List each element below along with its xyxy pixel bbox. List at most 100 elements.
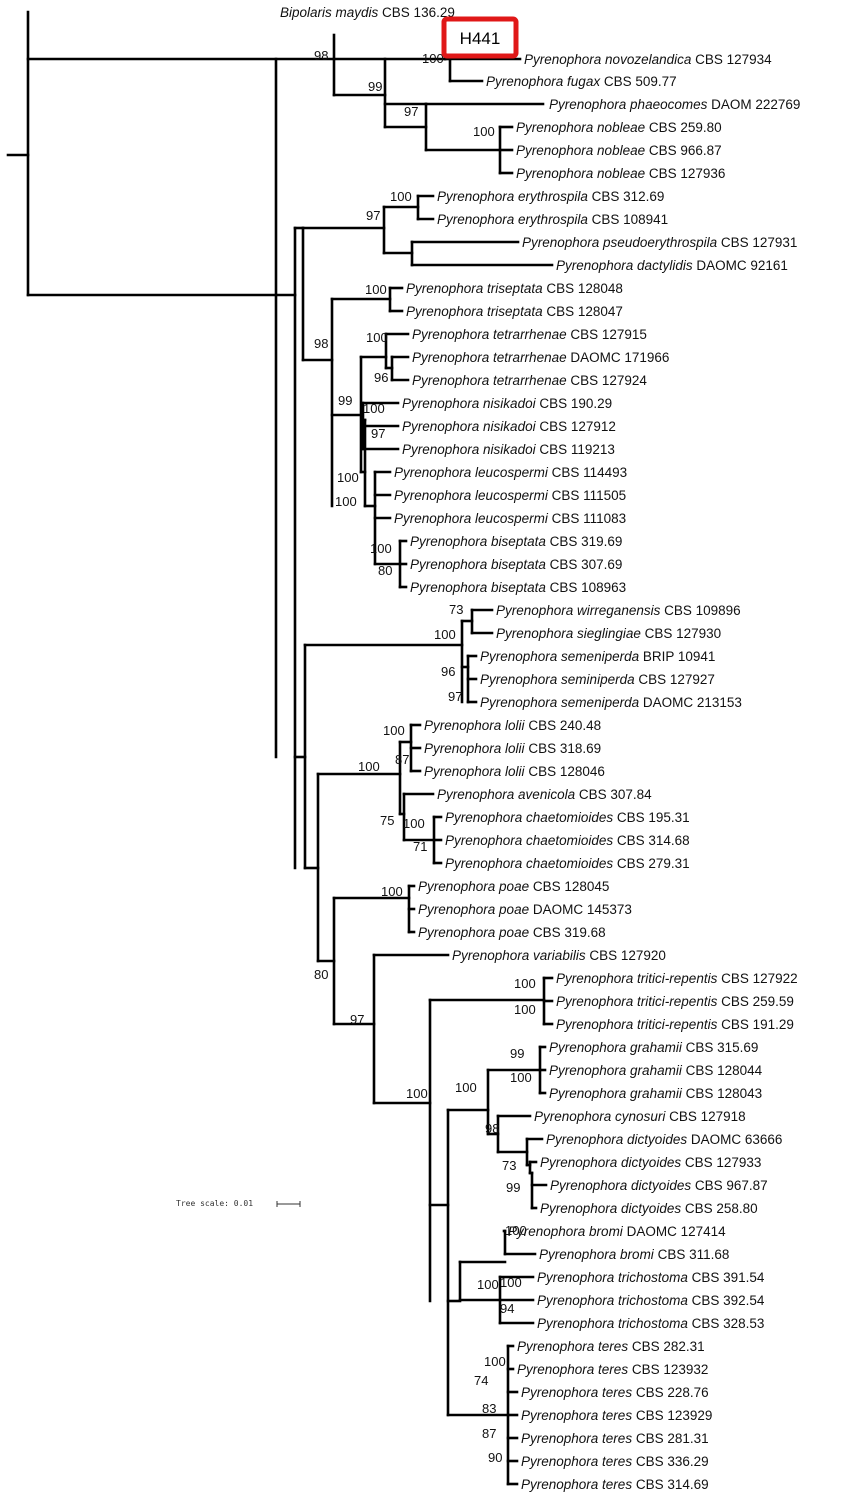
taxon-label: Pyrenophora teres CBS 123929: [521, 1408, 712, 1423]
taxon-label: Pyrenophora dictyoides CBS 127933: [540, 1155, 761, 1170]
taxon-label: Pyrenophora semeniperda DAOMC 213153: [480, 695, 742, 710]
taxon-species: Pyrenophora biseptata: [410, 580, 546, 595]
taxon-strain: CBS 190.29: [536, 396, 613, 411]
taxon-species: Pyrenophora sieglingiae: [496, 626, 641, 641]
taxon-strain: CBS 136.29: [378, 5, 455, 20]
bootstrap-value: 100: [514, 976, 536, 991]
taxon-species: Pyrenophora grahamii: [549, 1040, 683, 1055]
taxon-species: Pyrenophora trichostoma: [537, 1316, 688, 1331]
taxon-strain: CBS 240.48: [525, 718, 602, 733]
bootstrap-value: 100: [422, 51, 444, 66]
taxon-label: Pyrenophora tritici-repentis CBS 127922: [556, 971, 798, 986]
taxon-strain: CBS 328.53: [688, 1316, 765, 1331]
taxon-strain: DAOMC 63666: [687, 1132, 782, 1147]
taxon-label: Pyrenophora poae DAOMC 145373: [418, 902, 632, 917]
taxon-label: Pyrenophora chaetomioides CBS 195.31: [445, 810, 690, 825]
taxon-strain: CBS 966.87: [645, 143, 722, 158]
taxon-label: Pyrenophora leucospermi CBS 111083: [394, 511, 626, 526]
tree-branches: [6, 10, 554, 1486]
bootstrap-value: 94: [500, 1301, 514, 1316]
taxon-species: Pyrenophora wirreganensis: [496, 603, 661, 618]
taxon-strain: CBS 127930: [641, 626, 721, 641]
bootstrap-value: 71: [413, 839, 427, 854]
taxon-species: Pyrenophora nobleae: [516, 143, 645, 158]
taxon-label: Pyrenophora teres CBS 314.69: [521, 1477, 709, 1492]
bootstrap-value: 83: [482, 1401, 496, 1416]
bootstrap-value: 90: [488, 1450, 502, 1465]
taxon-strain: CBS 128048: [543, 281, 623, 296]
taxon-strain: CBS 128045: [529, 879, 609, 894]
bootstrap-value: 100: [500, 1275, 522, 1290]
taxon-label: Pyrenophora dictyoides CBS 967.87: [550, 1178, 768, 1193]
tree-scale: Tree scale: 0.01: [176, 1199, 301, 1208]
taxon-label: Pyrenophora trichostoma CBS 391.54: [537, 1270, 765, 1285]
taxon-species: Pyrenophora teres: [521, 1454, 632, 1469]
taxon-species: Pyrenophora leucospermi: [394, 465, 549, 480]
taxon-strain: CBS 307.84: [575, 787, 652, 802]
taxon-species: Pyrenophora phaeocomes: [549, 97, 708, 112]
bootstrap-value: 97: [448, 689, 462, 704]
taxon-species: Pyrenophora leucospermi: [394, 488, 549, 503]
bootstrap-value: 99: [510, 1046, 524, 1061]
taxon-label: Pyrenophora nisikadoi CBS 119213: [402, 442, 615, 457]
taxon-label: Pyrenophora lolii CBS 318.69: [424, 741, 601, 756]
bootstrap-value: 100: [365, 282, 387, 297]
taxon-species: Pyrenophora biseptata: [410, 534, 546, 549]
taxon-species: Pyrenophora biseptata: [410, 557, 546, 572]
taxon-label: Pyrenophora dactylidis DAOMC 92161: [556, 258, 788, 273]
taxon-strain: CBS 128043: [682, 1086, 762, 1101]
bootstrap-value: 96: [441, 664, 455, 679]
taxon-species: Pyrenophora avenicola: [437, 787, 576, 802]
taxon-species: Pyrenophora lolii: [424, 718, 526, 733]
taxon-strain: CBS 128046: [525, 764, 605, 779]
taxon-strain: CBS 967.87: [691, 1178, 768, 1193]
taxon-strain: CBS 111083: [548, 511, 626, 526]
bootstrap-value: 100: [337, 470, 359, 485]
taxon-label: Pyrenophora fugax CBS 509.77: [486, 74, 677, 89]
taxon-label: Pyrenophora tetrarrhenae CBS 127924: [412, 373, 647, 388]
taxon-strain: DAOMC 171966: [567, 350, 670, 365]
bootstrap-value: 100: [363, 401, 385, 416]
taxon-label: Pyrenophora poae CBS 128045: [418, 879, 609, 894]
taxon-label: Pyrenophora wirreganensis CBS 109896: [496, 603, 741, 618]
taxon-species: Pyrenophora nobleae: [516, 166, 645, 181]
taxon-label: Pyrenophora tetrarrhenae CBS 127915: [412, 327, 647, 342]
bootstrap-value: 75: [380, 813, 394, 828]
taxon-species: Pyrenophora cynosuri: [534, 1109, 666, 1124]
taxon-strain: CBS 336.29: [632, 1454, 709, 1469]
taxon-species: Pyrenophora poae: [418, 925, 529, 940]
highlight-marker: H441: [441, 16, 519, 59]
taxon-label: Pyrenophora triseptata CBS 128047: [406, 304, 623, 319]
taxon-strain: CBS 127918: [665, 1109, 745, 1124]
taxon-species: Pyrenophora grahamii: [549, 1063, 683, 1078]
taxon-species: Pyrenophora dictyoides: [540, 1155, 681, 1170]
taxon-strain: CBS 114493: [548, 465, 627, 480]
taxon-strain: CBS 127927: [635, 672, 715, 687]
bootstrap-value: 100: [358, 759, 380, 774]
taxon-strain: CBS 282.31: [628, 1339, 705, 1354]
taxon-strain: CBS 109896: [660, 603, 740, 618]
taxon-species: Pyrenophora novozelandica: [524, 52, 692, 67]
taxon-species: Pyrenophora pseudoerythrospila: [522, 235, 718, 250]
taxon-strain: CBS 111505: [548, 488, 626, 503]
taxon-species: Pyrenophora nisikadoi: [402, 396, 537, 411]
bootstrap-value: 80: [314, 967, 328, 982]
taxon-strain: CBS 509.77: [600, 74, 677, 89]
taxon-label: Pyrenophora avenicola CBS 307.84: [437, 787, 652, 802]
highlight-box: [441, 16, 519, 59]
taxon-label: Pyrenophora trichostoma CBS 328.53: [537, 1316, 764, 1331]
bootstrap-value: 100: [434, 627, 456, 642]
taxon-strain: CBS 127933: [681, 1155, 761, 1170]
taxon-label: Pyrenophora nobleae CBS 966.87: [516, 143, 722, 158]
taxon-species: Pyrenophora dictyoides: [550, 1178, 691, 1193]
bootstrap-value: 100: [403, 816, 425, 831]
bootstrap-value: 73: [449, 602, 463, 617]
taxon-strain: DAOMC 145373: [529, 902, 632, 917]
taxon-label: Pyrenophora seminiperda CBS 127927: [480, 672, 715, 687]
taxon-label: Pyrenophora teres CBS 282.31: [517, 1339, 705, 1354]
bootstrap-value: 97: [371, 426, 385, 441]
taxon-label: Pyrenophora biseptata CBS 108963: [410, 580, 626, 595]
